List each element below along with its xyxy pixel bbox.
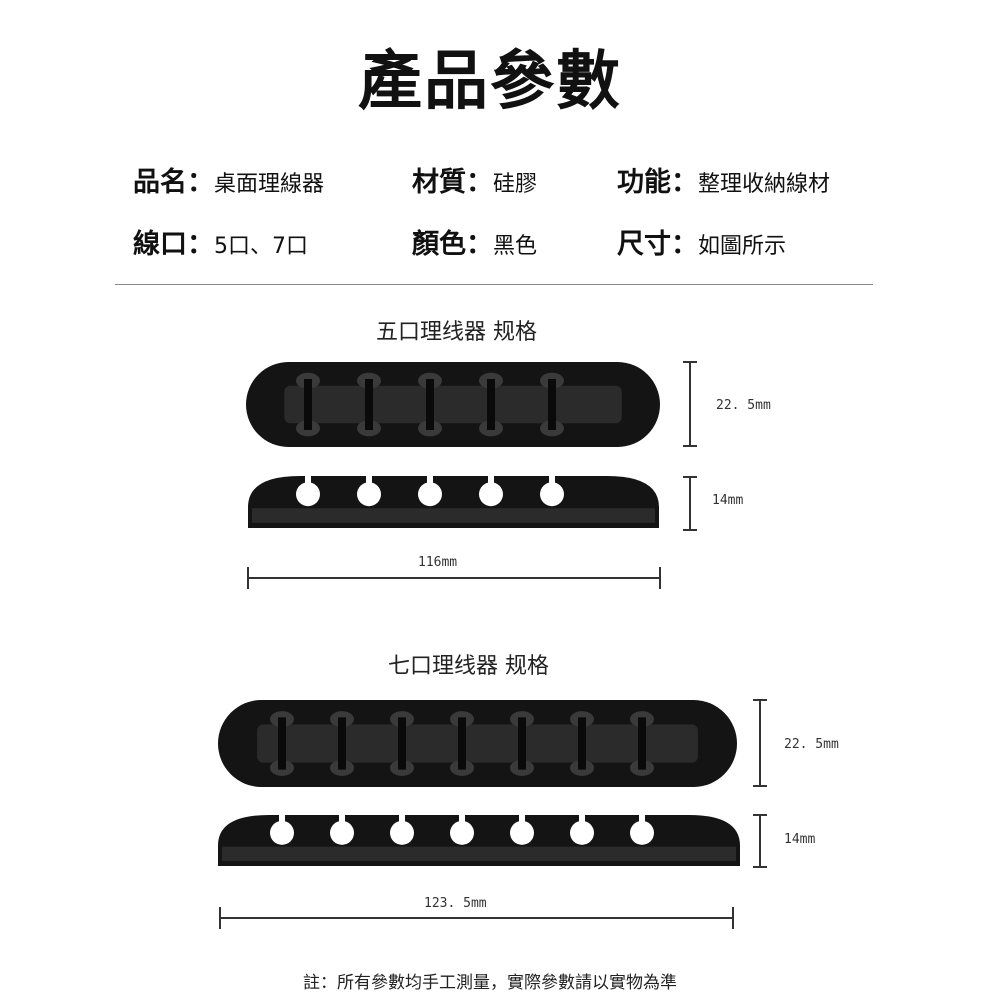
cable-hole [357, 482, 381, 507]
spec-label: 功能： [617, 167, 698, 198]
organizer-channel [284, 385, 622, 424]
spec-value: 硅膠 [493, 172, 538, 197]
spec-label: 尺寸： [617, 229, 698, 260]
cable-slit [488, 475, 494, 485]
slot-groove [304, 379, 312, 430]
cable-hole [450, 820, 474, 845]
slot-groove [398, 717, 406, 770]
spec-value: 整理收納線材 [698, 172, 831, 197]
slot-groove [578, 717, 586, 770]
cable-slit [305, 475, 311, 485]
organizer-base-band [222, 846, 736, 861]
section-title-5-port: 五口理线器 规格 [376, 320, 537, 345]
spec-value: 如圖所示 [698, 234, 787, 259]
spec-label: 線口： [133, 229, 214, 260]
spec-ports: 線口：5口、7口 [133, 222, 308, 261]
organizer-channel [257, 724, 698, 763]
slot-groove [487, 379, 495, 430]
spec-size: 尺寸：如圖所示 [617, 222, 786, 261]
spec-value: 5口、7口 [214, 234, 308, 259]
slot-groove [278, 717, 286, 770]
cable-hole [296, 482, 320, 507]
cable-slit [339, 814, 345, 824]
spec-function: 功能：整理收納線材 [617, 160, 830, 199]
organizer-base-band [252, 508, 655, 523]
height-label-5-port: 22. 5mm [716, 398, 771, 413]
cable-hole [270, 820, 294, 845]
spec-label: 品名： [133, 167, 214, 198]
cable-slit [579, 814, 585, 824]
cable-hole [390, 820, 414, 845]
cable-slit [549, 475, 555, 485]
cable-hole [479, 482, 503, 507]
slot-groove [458, 717, 466, 770]
cable-hole [570, 820, 594, 845]
page-title: 產品參數 [358, 45, 622, 119]
height-label-7-port: 22. 5mm [784, 737, 839, 752]
slot-groove [638, 717, 646, 770]
cable-hole [540, 482, 564, 507]
section-title-7-port: 七口理线器 规格 [388, 654, 549, 679]
cable-slit [366, 475, 372, 485]
slot-groove [365, 379, 373, 430]
slot-groove [426, 379, 434, 430]
slot-groove [548, 379, 556, 430]
length-label-7-port: 123. 5mm [424, 896, 487, 911]
spec-material: 材質：硅膠 [412, 160, 537, 199]
thickness-label-7-port: 14mm [784, 832, 816, 847]
spec-color: 顏色：黑色 [412, 222, 537, 261]
slot-groove [338, 717, 346, 770]
spec-value: 桌面理線器 [214, 172, 325, 197]
cable-slit [519, 814, 525, 824]
footnote: 註：所有參數均手工測量，實際參數請以實物為準 [303, 973, 677, 993]
cable-slit [427, 475, 433, 485]
cable-hole [330, 820, 354, 845]
length-label-5-port: 116mm [418, 555, 458, 570]
cable-slit [639, 814, 645, 824]
cable-hole [630, 820, 654, 845]
cable-hole [418, 482, 442, 507]
divider [115, 284, 873, 285]
spec-label: 材質： [412, 167, 493, 198]
spec-value: 黑色 [493, 234, 538, 259]
spec-label: 顏色： [412, 229, 493, 260]
thickness-label-5-port: 14mm [712, 493, 744, 508]
cable-slit [399, 814, 405, 824]
slot-groove [518, 717, 526, 770]
spec-name: 品名：桌面理線器 [133, 160, 324, 199]
cable-slit [459, 814, 465, 824]
cable-slit [279, 814, 285, 824]
cable-hole [510, 820, 534, 845]
